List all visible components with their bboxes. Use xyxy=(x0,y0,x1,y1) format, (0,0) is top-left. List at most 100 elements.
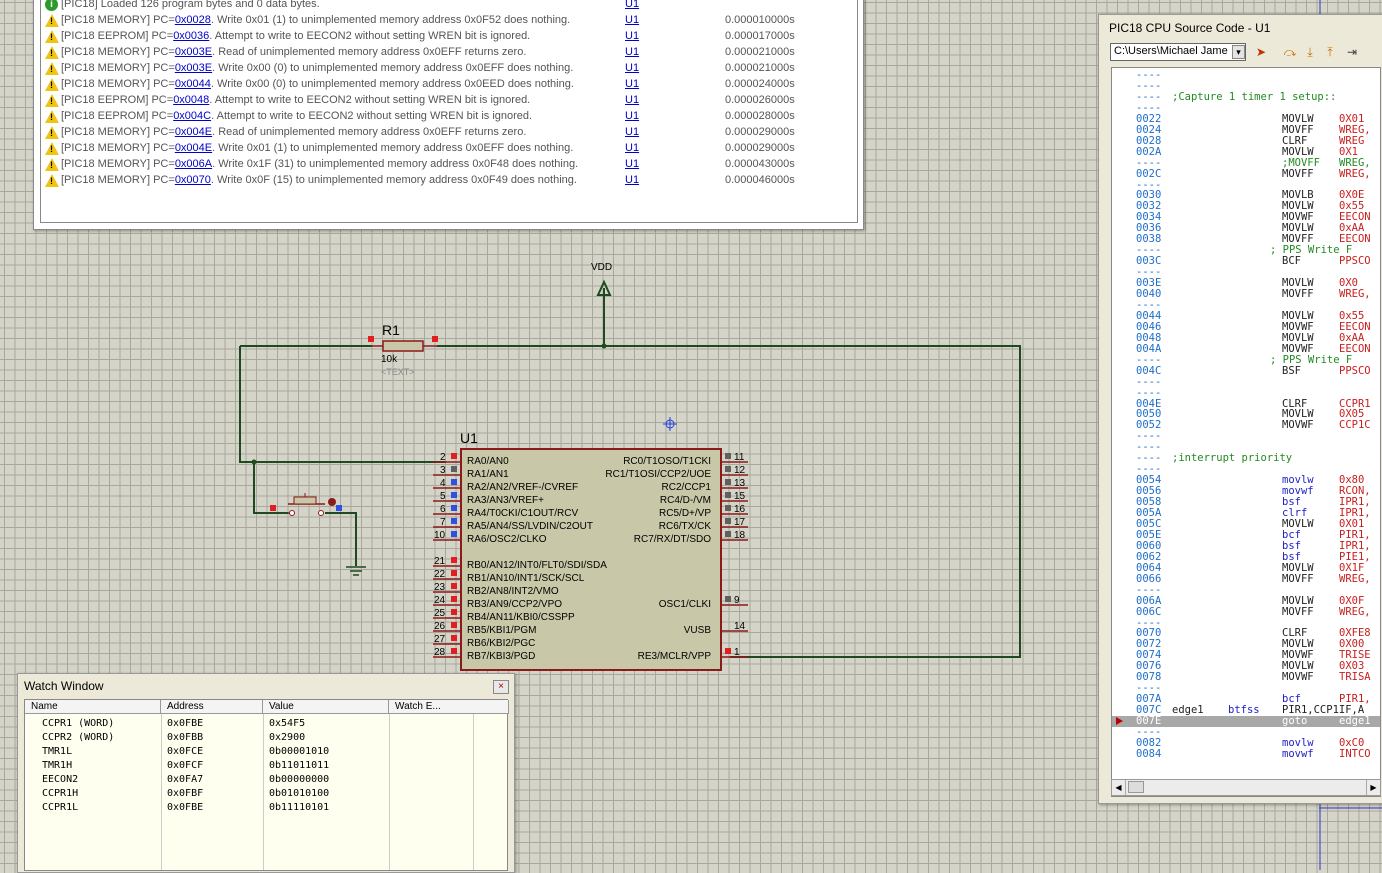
horizontal-scrollbar[interactable]: ◀ ▶ xyxy=(1111,779,1381,796)
pc-address-link[interactable]: 0x004E xyxy=(174,126,213,138)
log-row[interactable]: [PIC18 EEPROM] PC=0x004C. Attempt to wri… xyxy=(41,109,851,125)
watch-cell-address[interactable]: 0x0FCF xyxy=(167,760,204,771)
log-row[interactable]: [PIC18 MEMORY] PC=0x0028. Write 0x01 (1)… xyxy=(41,13,851,29)
simulation-log-window[interactable]: i[SOFT] Loading PIC18 COFF file C:\Users… xyxy=(33,0,864,230)
close-icon[interactable]: × xyxy=(493,680,509,694)
source-file-dropdown[interactable]: C:\Users\Michael Jame xyxy=(1110,43,1246,61)
step-into-icon[interactable]: ⤓ xyxy=(1307,45,1313,59)
watch-cell-address[interactable]: 0x0FA7 xyxy=(167,774,204,785)
r1-resistor[interactable] xyxy=(382,340,424,352)
watch-cell-address[interactable]: 0x0FBE xyxy=(167,718,204,729)
log-source-link[interactable]: U1 xyxy=(625,78,640,90)
log-row[interactable]: [PIC18 MEMORY] PC=0x0044. Write 0x00 (0)… xyxy=(41,77,851,93)
log-source-link[interactable]: U1 xyxy=(625,0,640,10)
log-source-link[interactable]: U1 xyxy=(625,62,640,74)
log-row[interactable]: [PIC18 MEMORY] PC=0x003E. Read of unimpl… xyxy=(41,45,851,61)
push-button[interactable] xyxy=(270,493,342,516)
watch-cell-address[interactable]: 0x0FBB xyxy=(167,732,204,743)
watch-cell-value[interactable]: 0x2900 xyxy=(269,732,306,743)
watch-cell-name[interactable]: TMR1H xyxy=(42,760,73,771)
log-row[interactable]: [PIC18 EEPROM] PC=0x0036. Attempt to wri… xyxy=(41,29,851,45)
scroll-right-icon[interactable]: ▶ xyxy=(1366,780,1380,795)
pc-address-link[interactable]: 0x0048 xyxy=(173,94,210,106)
source-line[interactable]: ---- xyxy=(1112,442,1380,453)
source-line[interactable]: ---- xyxy=(1112,179,1380,191)
log-row[interactable]: [PIC18 EEPROM] PC=0x0048. Attempt to wri… xyxy=(41,93,851,109)
log-source-link[interactable]: U1 xyxy=(625,14,640,26)
scrollbar-thumb[interactable] xyxy=(1128,781,1144,793)
log-row[interactable]: [PIC18 MEMORY] PC=0x003E. Write 0x00 (0)… xyxy=(41,61,851,77)
source-line[interactable]: ---- xyxy=(1112,387,1380,399)
source-line[interactable]: ----;interrupt priority xyxy=(1112,453,1380,464)
watch-cell-name[interactable]: CCPR1H xyxy=(42,788,79,799)
watch-cell-address[interactable]: 0x0FCE xyxy=(167,746,204,757)
log-row[interactable]: [PIC18 MEMORY] PC=0x0070. Write 0x0F (15… xyxy=(41,173,851,189)
pc-address-link[interactable]: 0x003E xyxy=(174,62,213,74)
source-line[interactable]: ---- xyxy=(1112,464,1380,475)
watch-cell-name[interactable]: CCPR1 (WORD) xyxy=(42,718,115,729)
log-source-link[interactable]: U1 xyxy=(625,174,640,186)
watch-cell-value[interactable]: 0b00000000 xyxy=(269,774,330,785)
watch-cell-value[interactable]: 0x54F5 xyxy=(269,718,306,729)
pc-address-link[interactable]: 0x004E xyxy=(174,142,213,154)
watch-cell-address[interactable]: 0x0FBF xyxy=(167,788,204,799)
source-line[interactable]: ---- xyxy=(1112,617,1380,629)
pc-address-link[interactable]: 0x0044 xyxy=(174,78,211,90)
pc-address-link[interactable]: 0x0036 xyxy=(173,30,210,42)
watch-column-header[interactable]: Value xyxy=(263,700,389,714)
simulation-log-list[interactable]: i[SOFT] Loading PIC18 COFF file C:\Users… xyxy=(40,0,858,223)
watch-cell-value[interactable]: 0b01010100 xyxy=(269,788,330,799)
source-line[interactable]: ---- xyxy=(1112,683,1380,694)
run-to-cursor-icon[interactable]: ⇥ xyxy=(1346,45,1358,59)
watch-cell-name[interactable]: CCPR1L xyxy=(42,802,79,813)
source-line[interactable]: ---- xyxy=(1112,267,1380,278)
pc-address-link[interactable]: 0x0070 xyxy=(174,174,211,186)
scroll-left-icon[interactable]: ◀ xyxy=(1112,780,1126,795)
log-row[interactable]: [PIC18 MEMORY] PC=0x004E. Read of unimpl… xyxy=(41,125,851,141)
ground-symbol[interactable] xyxy=(346,566,366,576)
watch-cell-value[interactable]: 0b11110101 xyxy=(269,802,330,813)
source-line[interactable]: ---- xyxy=(1112,80,1380,92)
step-out-icon[interactable]: ⤒ xyxy=(1327,45,1333,59)
pc-address-link[interactable]: 0x006A xyxy=(174,158,213,170)
source-line[interactable]: ---- xyxy=(1112,70,1380,81)
source-code-window[interactable]: PIC18 CPU Source Code - U1 C:\Users\Mich… xyxy=(1098,14,1382,804)
source-line[interactable]: ----; PPS Write F xyxy=(1112,354,1380,366)
log-source-link[interactable]: U1 xyxy=(625,126,640,138)
log-row[interactable]: [PIC18 MEMORY] PC=0x006A. Write 0x1F (31… xyxy=(41,157,851,173)
